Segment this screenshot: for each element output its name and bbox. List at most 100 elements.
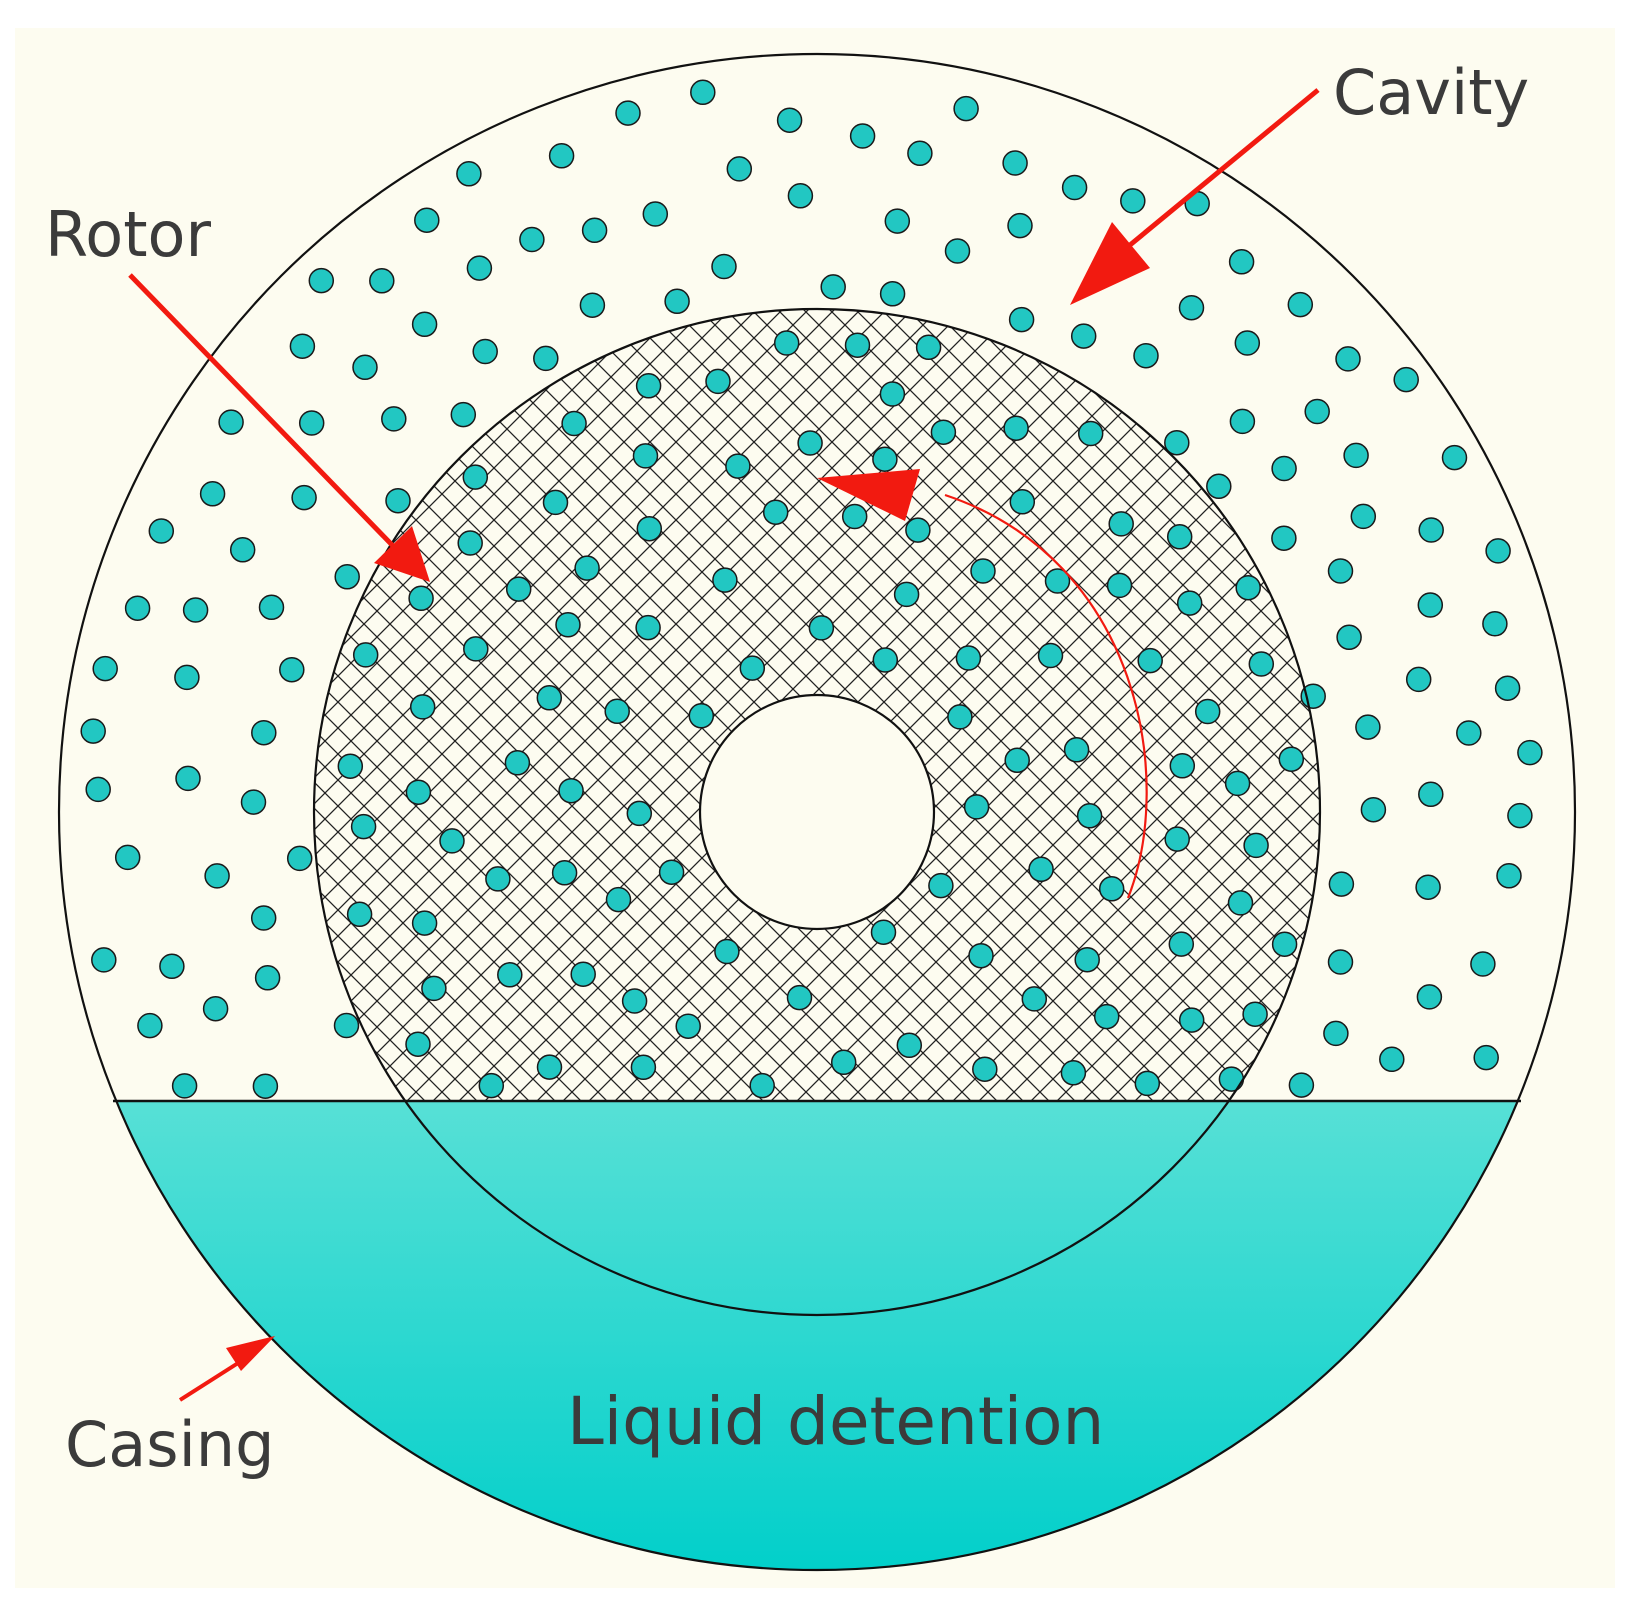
particle: [414, 207, 440, 233]
particle: [1227, 890, 1254, 916]
particle: [1063, 737, 1090, 763]
particle: [1120, 188, 1146, 214]
particle: [739, 655, 766, 681]
particle: [1093, 1003, 1120, 1030]
particle: [519, 226, 545, 253]
particle: [762, 499, 789, 525]
particle: [1234, 330, 1261, 356]
particle: [1327, 949, 1354, 975]
particle: [642, 201, 669, 227]
particle: [1517, 739, 1543, 766]
particle: [1323, 1020, 1349, 1047]
particle: [635, 373, 662, 399]
particle: [218, 409, 244, 435]
particle: [1061, 174, 1088, 201]
particle: [1070, 323, 1097, 349]
particle: [337, 753, 364, 779]
particle: [1224, 770, 1251, 797]
particle: [1037, 642, 1064, 669]
particle: [1335, 346, 1361, 372]
particle: [574, 555, 600, 581]
particle: [1248, 651, 1275, 677]
particle: [726, 156, 753, 182]
particle: [478, 1072, 505, 1099]
particle: [688, 703, 715, 729]
particle: [1417, 592, 1444, 618]
particle: [1271, 455, 1297, 482]
particle: [1379, 1046, 1405, 1073]
liquid-detention-label: Liquid detention: [567, 1383, 1104, 1460]
particle: [411, 910, 438, 936]
particle: [749, 1072, 775, 1099]
particle: [1288, 1072, 1315, 1098]
particle: [504, 750, 531, 776]
particle: [405, 779, 432, 805]
particle: [626, 800, 653, 827]
particle: [968, 942, 994, 969]
particle: [1271, 525, 1297, 551]
particle: [352, 354, 378, 381]
particle: [1206, 473, 1232, 500]
particle: [621, 988, 648, 1014]
rotor-arrow: [128, 273, 430, 582]
particle: [421, 975, 447, 1002]
particle: [844, 332, 871, 358]
particle: [1496, 863, 1522, 889]
particle: [1235, 574, 1261, 601]
particle: [1176, 590, 1203, 616]
particle: [457, 530, 483, 556]
particle: [1304, 398, 1330, 425]
particle: [690, 79, 716, 106]
particle: [555, 612, 581, 638]
particle: [711, 253, 737, 280]
particle: [928, 872, 954, 899]
particle: [148, 518, 175, 544]
particle: [1007, 212, 1033, 239]
particle: [1278, 746, 1305, 772]
particle: [1021, 986, 1048, 1012]
particle: [820, 274, 846, 300]
particle: [456, 161, 482, 187]
particle: [159, 953, 185, 980]
particle: [542, 489, 569, 516]
particle: [605, 886, 632, 913]
particle: [1416, 984, 1443, 1010]
particle: [240, 789, 267, 815]
shaft-hole: [698, 693, 936, 931]
particle: [1008, 306, 1035, 333]
particle: [604, 698, 630, 725]
particle: [1044, 568, 1071, 594]
particle: [1077, 420, 1104, 447]
particle: [472, 338, 498, 365]
particle: [258, 594, 285, 621]
particle: [1060, 1060, 1087, 1086]
particle: [137, 1012, 163, 1039]
particle: [1137, 647, 1163, 674]
particle: [615, 100, 641, 126]
particle: [385, 487, 411, 514]
particle: [352, 642, 379, 668]
particle: [279, 656, 305, 683]
particle: [1243, 832, 1269, 859]
particle: [870, 919, 897, 945]
particle: [872, 446, 898, 472]
particle: [675, 1013, 701, 1039]
rotation-arrowhead: [817, 469, 920, 521]
particle: [905, 517, 931, 543]
particle: [1028, 856, 1054, 883]
particle: [879, 281, 906, 307]
particle: [1164, 826, 1190, 852]
particle: [346, 901, 373, 928]
casing-outline: [57, 52, 1577, 1572]
particle: [80, 718, 106, 744]
particle: [1002, 150, 1028, 176]
particle: [551, 860, 578, 886]
particle: [1229, 408, 1256, 435]
particles: [80, 79, 1543, 1099]
particle: [91, 947, 117, 973]
particle: [630, 1054, 657, 1081]
particle: [1169, 753, 1196, 779]
particle: [485, 866, 511, 892]
particle: [548, 143, 575, 169]
